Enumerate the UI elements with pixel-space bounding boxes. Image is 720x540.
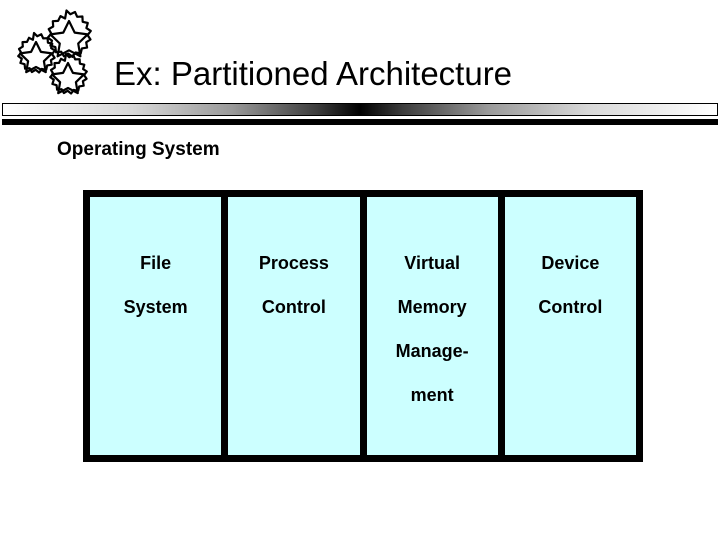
cell-text-block: Virtual Memory Manage- ment — [367, 241, 498, 417]
title-solid-divider — [2, 119, 718, 125]
cell-text-block: File System — [90, 241, 221, 329]
page-title: Ex: Partitioned Architecture — [114, 55, 513, 92]
cell-text-block: Device Control — [505, 241, 636, 329]
title-gradient-divider — [2, 103, 718, 116]
three-gears-icon — [4, 2, 110, 106]
cell-line: Memory — [397, 297, 467, 317]
cell-line: Virtual — [404, 253, 460, 273]
cell-line: System — [123, 297, 188, 317]
cell-line: Device — [541, 253, 600, 273]
cell-text-block: Process Control — [228, 241, 359, 329]
cell-line: File — [140, 253, 172, 273]
cell-line: Control — [538, 297, 603, 317]
cell-line: ment — [410, 385, 454, 405]
cell-line: Process — [258, 253, 329, 273]
partition-cell-virtual-memory-management: Virtual Memory Manage- ment — [366, 197, 498, 455]
slide-header: Ex: Partitioned Architecture — [0, 0, 720, 128]
partition-cell-process-control: Process Control — [228, 197, 360, 455]
cell-line: Control — [261, 297, 326, 317]
cell-line: Manage- — [395, 341, 469, 361]
partition-cell-device-control: Device Control — [504, 197, 636, 455]
operating-system-label: Operating System — [57, 139, 220, 160]
partitioned-architecture-diagram: File System Process Control Virtual Memo… — [83, 190, 643, 462]
partition-cell-file-system: File System — [90, 197, 222, 455]
